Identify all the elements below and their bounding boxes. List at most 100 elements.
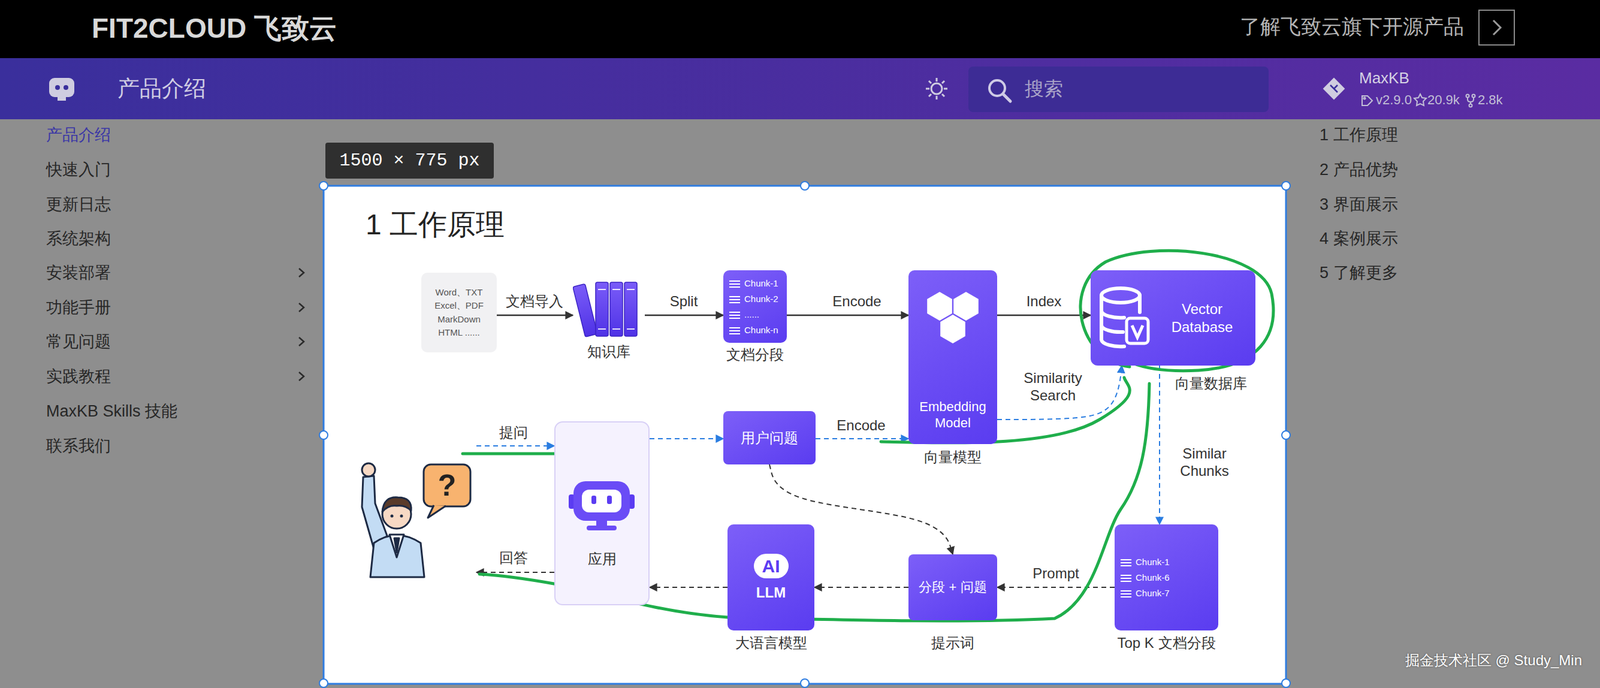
node-icon: [624, 282, 638, 337]
node-icon: [572, 282, 638, 337]
repo-icon: [1323, 77, 1346, 101]
toc-item: 5 了解更多: [1319, 263, 1399, 283]
resize-handles: [319, 181, 1291, 688]
knowledge-base: 知识库: [572, 278, 645, 361]
node-icon: [940, 314, 966, 344]
sidebar-item: 实践教程: [46, 366, 111, 386]
toc-item: 1 工作原理: [1319, 125, 1399, 145]
theme-icon: [931, 83, 943, 95]
flow-arrow: [476, 571, 555, 573]
node-icon: [581, 489, 622, 513]
sidebar-item: 更新日志: [46, 194, 111, 214]
repo-stats-icons: [1466, 94, 1470, 98]
node-icon: [400, 514, 404, 518]
resize-handles: [319, 430, 328, 440]
node-label: 提示词: [931, 634, 975, 652]
user-figure: ?: [359, 437, 477, 579]
edge-label: Encode: [834, 417, 888, 435]
repo-stats-icons: [1414, 94, 1427, 106]
node-label: 大语言模型: [735, 634, 808, 652]
repo-forks: 2.8k: [1477, 92, 1503, 108]
node-icon: [598, 289, 635, 329]
node-icon: [1137, 295, 1142, 313]
node-label: 向量模型: [924, 448, 982, 467]
node-shape: Chunk-1Chunk-2......Chunk-n: [723, 270, 787, 343]
sidebar-chevrons: [299, 372, 304, 381]
edge-label: Prompt: [1030, 565, 1082, 583]
node-icon: [1101, 325, 1123, 332]
node-icon: [1131, 325, 1143, 338]
hand-annotation: [462, 250, 1274, 621]
node-icon: [981, 66, 1018, 113]
node-shape: [572, 278, 645, 339]
logo-icon: [55, 85, 60, 90]
sidebar-item: 安装部署: [46, 263, 111, 283]
sidebar-item: MaxKB Skills 技能: [46, 401, 178, 421]
node-icon: [610, 282, 623, 337]
node-text: Chunk-1: [729, 275, 781, 292]
sidebar-chevrons: [299, 337, 304, 346]
node-icon: [1101, 288, 1140, 303]
search-box: 搜索: [968, 66, 1269, 113]
node-icon: [591, 495, 597, 504]
node-icon: [596, 520, 608, 526]
repo-stats-icons: [1362, 95, 1373, 106]
flow-arrow: [1158, 365, 1161, 525]
sidebar-item: 系统架构: [46, 228, 111, 249]
node-text: 应用: [587, 549, 617, 569]
node-text: Chunk-7: [1120, 585, 1213, 602]
node-icon: [1090, 270, 1256, 366]
flow-arrow: [814, 586, 909, 588]
embedding-model-box: Embedding Model 向量模型: [908, 270, 998, 467]
node-icon: [359, 437, 477, 579]
annotation-circle: [1080, 250, 1274, 371]
node-shape: Vector Database: [1090, 270, 1256, 366]
node-text: Embedding Model: [913, 399, 992, 431]
more-button: [1493, 20, 1501, 35]
repo-name: MaxKB: [1359, 68, 1410, 88]
logo-icon: [57, 97, 66, 101]
annotation-line: [479, 383, 1150, 621]
toc-item: 2 产品优势: [1319, 160, 1399, 180]
node-text: Word、TXT Excel、PDF MarkDown HTML ......: [426, 285, 492, 340]
toc-item: 3 界面展示: [1319, 194, 1399, 214]
repo-icon: [1330, 85, 1338, 93]
node-text: ......: [729, 306, 781, 323]
node-icon: [572, 278, 645, 339]
top-k-box: Chunk-1Chunk-6Chunk-7Top K 文档分段: [1114, 524, 1219, 652]
flow-arrow: [476, 445, 555, 447]
chunk-box: Chunk-1Chunk-2......Chunk-n 文档分段: [723, 270, 787, 364]
question-box: 用户问题: [723, 411, 816, 465]
node-label: Top K 文档分段: [1117, 634, 1216, 652]
node-shape: 分段 + 问题: [908, 554, 998, 621]
node-icon: [1101, 311, 1125, 318]
node-icon: [607, 495, 612, 504]
edge-label: Split: [667, 293, 701, 311]
vector-database-box: Vector Database向量数据库: [1090, 270, 1256, 393]
sidebar-item: 联系我们: [46, 436, 111, 456]
logo-icon: [63, 85, 69, 90]
sidebar-chevrons: [299, 303, 304, 312]
node-text: 用户问题: [740, 428, 799, 448]
top-bar: [0, 0, 1600, 59]
node-label: 知识库: [587, 343, 631, 361]
more-button: [1478, 10, 1515, 45]
node-icon: [555, 422, 649, 605]
node-text: ?: [423, 464, 471, 507]
product-link: 了解飞致云旗下开源产品: [1239, 14, 1464, 39]
node-text: 搜索: [1024, 76, 1064, 103]
node-icon: [1090, 270, 1256, 366]
node-icon: [572, 284, 598, 338]
repo-stats-icons: [1363, 97, 1366, 100]
toc-item: 4 案例展示: [1319, 228, 1399, 249]
edge-label: Similarity Search: [1011, 369, 1095, 405]
edge-label: Encode: [829, 293, 884, 311]
flow-arrow: [815, 438, 909, 440]
prompt-box: 分段 + 问题提示词: [908, 554, 998, 652]
flow-arrow: [649, 438, 724, 440]
repo-version: v2.9.0: [1375, 92, 1412, 108]
node-label: 文档分段: [726, 346, 784, 364]
flow-arrow: [496, 314, 573, 317]
diagram-title: 1 工作原理: [365, 207, 505, 243]
node-shape: Chunk-1Chunk-6Chunk-7: [1114, 524, 1219, 631]
